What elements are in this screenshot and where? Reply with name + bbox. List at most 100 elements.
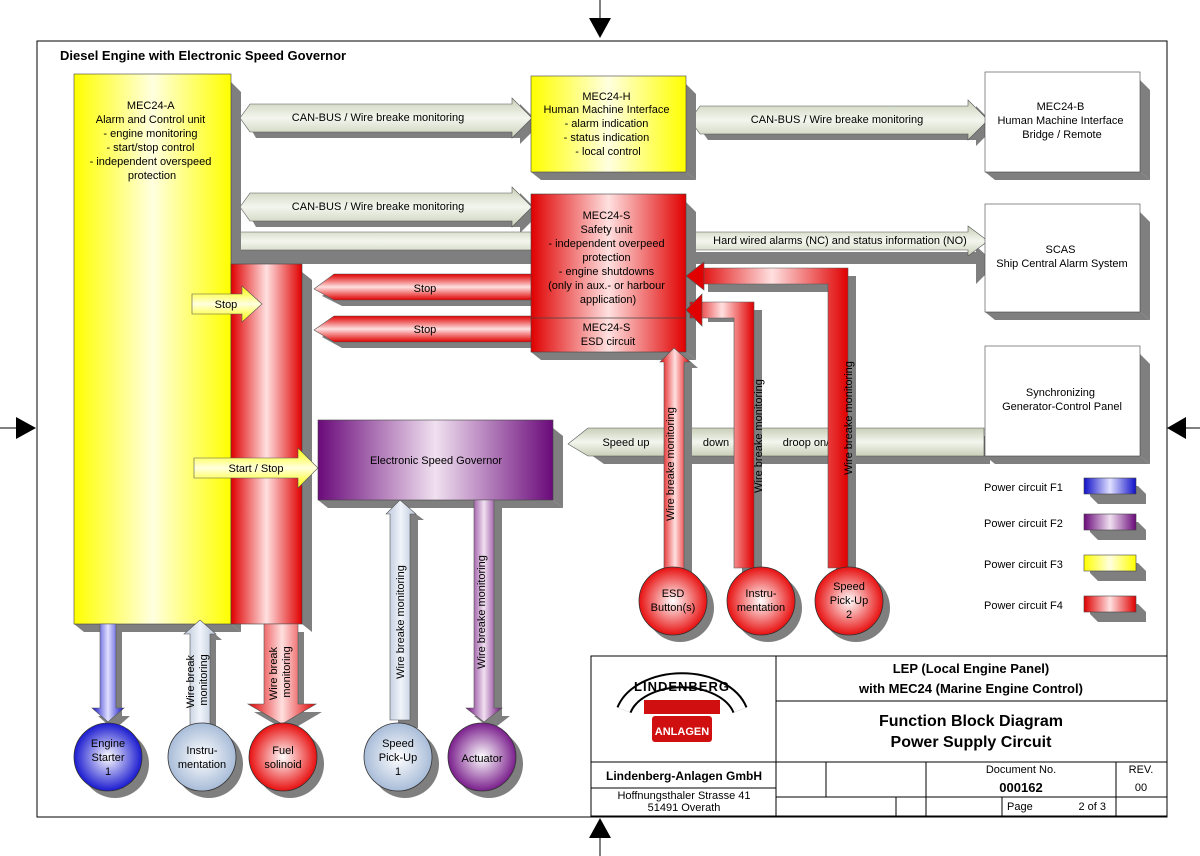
speed-signal-arrow: Speed up down droop on/off — [567, 427, 990, 464]
actuator-signal-arrow: Wire breake monitoring — [465, 499, 510, 730]
down-label: down — [703, 437, 729, 449]
legend-item-f1: Power circuit F1 — [984, 477, 1146, 504]
speed-governor-block: Electronic Speed Governor — [317, 419, 563, 508]
sync-panel-block: Synchronizing Generator-Control Panel — [984, 345, 1150, 464]
esd-button-arrow: Wire breake monitoring — [659, 347, 698, 576]
instrumentation-1-arrow: Wire break monitoring — [183, 619, 222, 740]
logo-top-text: LINDENBERG — [634, 679, 730, 694]
sync-panel-text: Synchronizing Generator-Control Panel — [1002, 387, 1122, 413]
canbus-arrow-a-s: CAN-BUS / Wire breake monitoring — [239, 186, 540, 233]
svg-text:Power circuit F1: Power circuit F1 — [984, 482, 1063, 494]
left-center-marker-icon — [16, 417, 36, 439]
svg-text:Actuator: Actuator — [462, 753, 503, 765]
wbm-label-2: Wire breake monitoring — [476, 555, 488, 669]
canbus-arrow-a-h: CAN-BUS / Wire breake monitoring — [239, 97, 540, 144]
wbm-label-5: Wire breake monitoring — [843, 361, 855, 475]
speed-pickup-2-arrow: Wire breake monitoring — [685, 261, 856, 576]
address-line-2: 51491 Overath — [648, 802, 721, 814]
page-value: 2 of 3 — [1078, 801, 1106, 813]
f4-red-column — [230, 263, 312, 632]
stop-arrow-1: Stop — [313, 273, 540, 306]
legend: Power circuit F1 Power circuit F2 Power … — [984, 477, 1146, 622]
scas-text: SCAS Ship Central Alarm System — [996, 244, 1127, 270]
mec24h-block: MEC24-H Human Machine Interface - alarm … — [530, 75, 696, 180]
wbm-label-3: Wire breake monitoring — [665, 407, 677, 521]
mec24h-text: MEC24-H Human Machine Interface - alarm … — [543, 91, 672, 158]
stop-left-label: Stop — [215, 299, 238, 311]
legend-item-f4: Power circuit F4 — [984, 595, 1146, 622]
droop-label: droop on/off — [783, 437, 842, 449]
wbm-label-1: Wire breake monitoring — [395, 565, 407, 679]
top-center-marker-icon — [589, 18, 611, 38]
svg-text:Instru-mentation: Instru-mentation — [178, 745, 226, 771]
start-stop-label: Start / Stop — [228, 463, 283, 475]
doc-title-1: Function Block Diagram — [879, 713, 1063, 730]
wb-instr-label: Wire break monitoring — [185, 652, 210, 708]
page-label: Page — [1007, 801, 1033, 813]
fuel-solenoid-arrow: Wire break monitoring — [246, 623, 322, 732]
project-line-1: LEP (Local Engine Panel) — [893, 661, 1050, 676]
canbus-label-1: CAN-BUS / Wire breake monitoring — [292, 112, 464, 124]
doc-no-label: Document No. — [986, 764, 1056, 776]
hardwired-arrow: Hard wired alarms (NC) and status inform… — [229, 225, 996, 284]
stop-label-2: Stop — [414, 324, 437, 336]
mec24b-text: MEC24-B Human Machine Interface Bridge /… — [997, 101, 1126, 141]
canbus-arrow-h-b: CAN-BUS / Wire breake monitoring — [689, 99, 996, 146]
logo-bottom-text: ANLAGEN — [655, 726, 709, 738]
hardwired-label: Hard wired alarms (NC) and status inform… — [713, 235, 967, 247]
mec24a-text: MEC24-A Alarm and Control unit - engine … — [90, 100, 215, 182]
svg-text:Power circuit F4: Power circuit F4 — [984, 600, 1063, 612]
doc-no: 000162 — [999, 780, 1042, 795]
actuator-circle: Actuator — [447, 722, 523, 798]
legend-item-f2: Power circuit F2 — [984, 513, 1146, 540]
legend-item-f3: Power circuit F3 — [984, 554, 1146, 581]
mec24s-text: MEC24-S Safety unit - independent overpe… — [548, 210, 668, 306]
title-block: LINDENBERG ANLAGEN LEP (Local Engine Pan… — [590, 655, 1168, 817]
doc-title-2: Power Supply Circuit — [891, 734, 1053, 751]
bottom-center-marker-icon — [589, 818, 611, 838]
governor-label: Electronic Speed Governor — [370, 455, 502, 467]
diagram-title: Diesel Engine with Electronic Speed Gove… — [60, 48, 346, 63]
address-line-1: Hoffnungsthaler Strasse 41 — [617, 790, 750, 802]
canbus-label-3: CAN-BUS / Wire breake monitoring — [292, 201, 464, 213]
wb-fuel-label: Wire break monitoring — [268, 644, 293, 700]
right-center-marker-icon — [1167, 417, 1186, 439]
wbm-label-4: Wire breake monitoring — [753, 379, 765, 493]
stop-yellow-arrow: Stop — [191, 285, 263, 323]
rev-label: REV. — [1129, 764, 1154, 776]
engine-starter-arrow — [91, 623, 130, 730]
lindenberg-logo: LINDENBERG ANLAGEN — [616, 672, 748, 742]
mec24b-block: MEC24-B Human Machine Interface Bridge /… — [984, 71, 1150, 180]
rev-value: 00 — [1135, 782, 1147, 794]
project-line-2: with MEC24 (Marine Engine Control) — [858, 681, 1083, 696]
svg-text:Instru-mentation: Instru-mentation — [737, 588, 785, 614]
instrumentation-1-circle: Instru-mentation — [167, 722, 243, 798]
svg-text:Power circuit F3: Power circuit F3 — [984, 559, 1063, 571]
mec24s-block: MEC24-S Safety unit - independent overpe… — [530, 193, 696, 360]
esd-circuit-text: MEC24-S ESD circuit — [581, 322, 635, 348]
stop-arrow-2: Stop — [313, 315, 540, 348]
speed-pickup-1-signal-arrow: Wire breake monitoring — [385, 499, 424, 728]
instrumentation-2-arrow: Wire breake monitoring — [685, 293, 765, 576]
speed-up-label: Speed up — [602, 437, 649, 449]
sheet-frame — [36, 40, 1168, 818]
stop-label-1: Stop — [414, 283, 437, 295]
mec24a-block: MEC24-A Alarm and Control unit - engine … — [73, 73, 241, 632]
scas-block: SCAS Ship Central Alarm System — [984, 203, 1150, 320]
start-stop-yellow-arrow: Start / Stop — [193, 447, 319, 489]
canbus-label-2: CAN-BUS / Wire breake monitoring — [751, 114, 923, 126]
company-name: Lindenberg-Anlagen GmbH — [606, 769, 762, 783]
instrumentation-2-circle: Instru-mentation — [726, 566, 802, 642]
svg-text:Power circuit F2: Power circuit F2 — [984, 518, 1063, 530]
